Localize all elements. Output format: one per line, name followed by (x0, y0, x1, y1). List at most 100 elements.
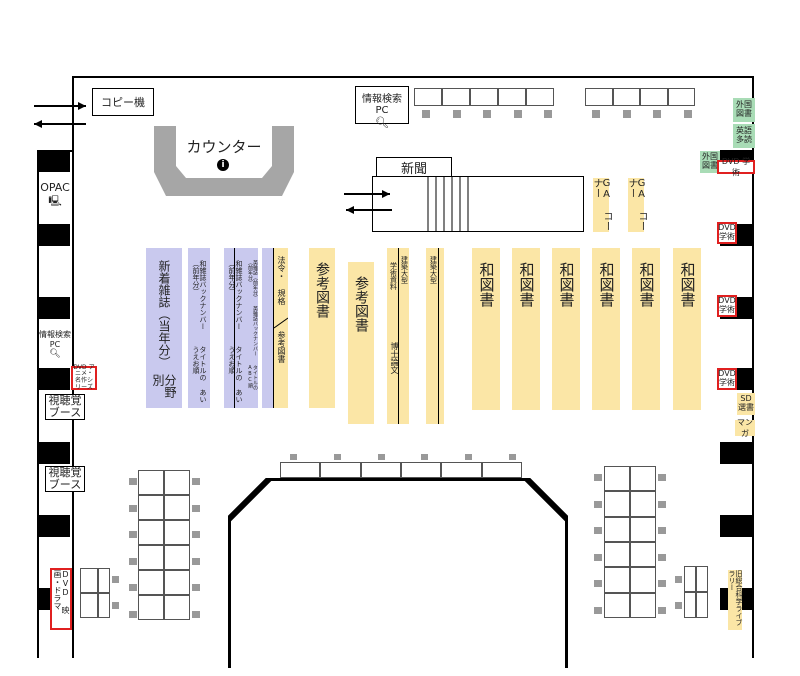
manga-label: マンガ (737, 418, 753, 438)
new-magazines-label: 新着雑誌（当年分） (157, 260, 171, 368)
dvd-academic-label: DVD 学術 (721, 157, 751, 177)
japanese-books-shelf-5[interactable]: 和図書 (632, 248, 660, 410)
desk-row (414, 88, 554, 106)
desk (138, 570, 164, 595)
chairs-right-a (594, 474, 602, 614)
reading-desks-right (604, 466, 656, 618)
desk (604, 592, 630, 618)
foreign-books-shelf-2[interactable]: 外国 図書 (700, 151, 720, 173)
new-magazines-shelf[interactable]: 新着雑誌（当年分） 分野別 (146, 248, 182, 408)
dvd-academic-shelf-3[interactable]: DVD 学術 (717, 368, 737, 390)
by-field-label: 分野別 (151, 374, 177, 398)
english-extensive-reading-shelf[interactable]: 英語 多読 (733, 124, 755, 148)
chair (594, 606, 602, 614)
info-icon: i (217, 159, 229, 171)
dvd-academic-shelf-2[interactable]: DVD 学術 (717, 295, 737, 317)
japanese-books-shelf-1[interactable]: 和図書 (472, 248, 500, 410)
desk (585, 88, 613, 106)
chair (594, 500, 602, 508)
desk (604, 567, 630, 593)
opac-station[interactable]: OPAC 🖳︎ (38, 178, 72, 214)
copy-machine[interactable]: コピー機 (92, 88, 154, 116)
chair (658, 527, 666, 535)
newspaper-arrows-icon (344, 190, 392, 214)
chair (658, 474, 666, 481)
chair-row (290, 454, 516, 460)
opac-label: OPAC (40, 181, 70, 194)
shelf-divider (273, 248, 274, 408)
dvd-anime-label: DVD アニメ・ 名作シリーズ (73, 363, 95, 391)
av-booth-2[interactable]: 視聴覚 ブース (45, 466, 85, 492)
japanese-books-shelf-6[interactable]: 和図書 (673, 248, 701, 410)
chair (112, 576, 119, 583)
atrium-outline (228, 478, 568, 668)
sd-label: SD 選書 (738, 394, 754, 412)
desk (164, 570, 190, 595)
japanese-magazine-backnumber-shelf-2[interactable]: 和雑誌バックナンバー（前年分） タイトルの あいうえお順 (224, 248, 246, 408)
search-pc-left[interactable]: 情報検索 PC 🔍︎ (38, 325, 72, 365)
dvd-anime-shelf[interactable]: DVD アニメ・ 名作シリーズ (71, 363, 97, 391)
pillar (37, 368, 70, 390)
manga-shelf[interactable]: マンガ (735, 418, 755, 438)
desk (80, 568, 98, 593)
chair (658, 500, 666, 508)
chair (658, 553, 666, 561)
small-desk-left (80, 568, 98, 618)
dvd-drama-shelf[interactable]: DVD 映画・ドラマ (50, 568, 72, 630)
dvd-academic-label: DVD 学術 (718, 369, 736, 387)
chair (192, 610, 200, 618)
chair (192, 584, 200, 592)
sd-selection-shelf[interactable]: SD 選書 (737, 393, 755, 415)
english-magazine-backnumber-shelf[interactable]: 英雑誌（前年分） 英雑誌バックナンバー（前年分） タイトルの ABC順 (246, 248, 258, 408)
search-pc-top[interactable]: 情報検索PC 🔍︎ (355, 86, 409, 129)
magnifier-icon: 🔍︎ (49, 349, 61, 360)
foreign-books-shelf-1[interactable]: 外国 図書 (733, 98, 755, 122)
ga-corner-2[interactable]: GA コーナー (626, 178, 647, 232)
japanese-magazine-backnumber-shelf-1[interactable]: 和雑誌バックナンバー（前年分） タイトルの あいうえお順 (188, 248, 210, 408)
japanese-books-shelf-4[interactable]: 和図書 (592, 248, 620, 410)
desk (164, 520, 190, 545)
order-label: タイトルの あいうえお順 (228, 346, 243, 404)
architecture-large-shelf[interactable] (426, 248, 444, 424)
reference-books-shelf-1[interactable]: 参考図書 (309, 248, 335, 408)
japanese-books-label: 和図書 (517, 262, 536, 307)
architecture-large-label: 建築大型 (400, 256, 409, 284)
reference-books-shelf-2[interactable]: 参考図書 (348, 262, 374, 424)
newspaper-rack (372, 176, 584, 232)
desk (98, 568, 110, 593)
chair (129, 478, 137, 485)
ga-corner-1[interactable]: GA コーナー (591, 178, 612, 232)
desk (80, 593, 98, 618)
desk (630, 542, 656, 568)
pillar (37, 442, 70, 464)
desk (630, 491, 656, 517)
chairs-right-b (658, 474, 666, 614)
computer-icon: 🖳︎ (48, 196, 62, 207)
dvd-academic-shelf-h[interactable]: DVD 学術 (717, 157, 755, 177)
dvd-academic-shelf-1[interactable]: DVD 学術 (717, 222, 737, 244)
desk (481, 462, 522, 478)
chair (333, 454, 341, 460)
chair (129, 504, 137, 512)
tsuyama-library-shelf[interactable]: 旧総合科学ライブラリー (728, 570, 743, 630)
chair (112, 602, 119, 609)
reference-label: 参考図書 (277, 331, 286, 363)
reference-books-label: 参考図書 (353, 276, 369, 332)
chair (675, 602, 682, 609)
desk (640, 88, 668, 106)
search-pc-left-label-1: 情報検索 (39, 330, 71, 339)
chair (377, 454, 385, 460)
japanese-books-label: 和図書 (477, 262, 496, 307)
desk (667, 88, 695, 106)
japanese-books-shelf-3[interactable]: 和図書 (552, 248, 580, 410)
av-booth-1[interactable]: 視聴覚 ブース (45, 394, 85, 420)
desk (630, 592, 656, 618)
chair (192, 504, 200, 512)
law-standards-shelf[interactable]: 法令・ 規格 参考図書 (274, 248, 288, 408)
chairs-left-b (192, 478, 200, 618)
desk (164, 595, 190, 620)
small-desk-right (684, 566, 708, 618)
desk (164, 495, 190, 520)
japanese-books-shelf-2[interactable]: 和図書 (512, 248, 540, 410)
chair (594, 580, 602, 588)
